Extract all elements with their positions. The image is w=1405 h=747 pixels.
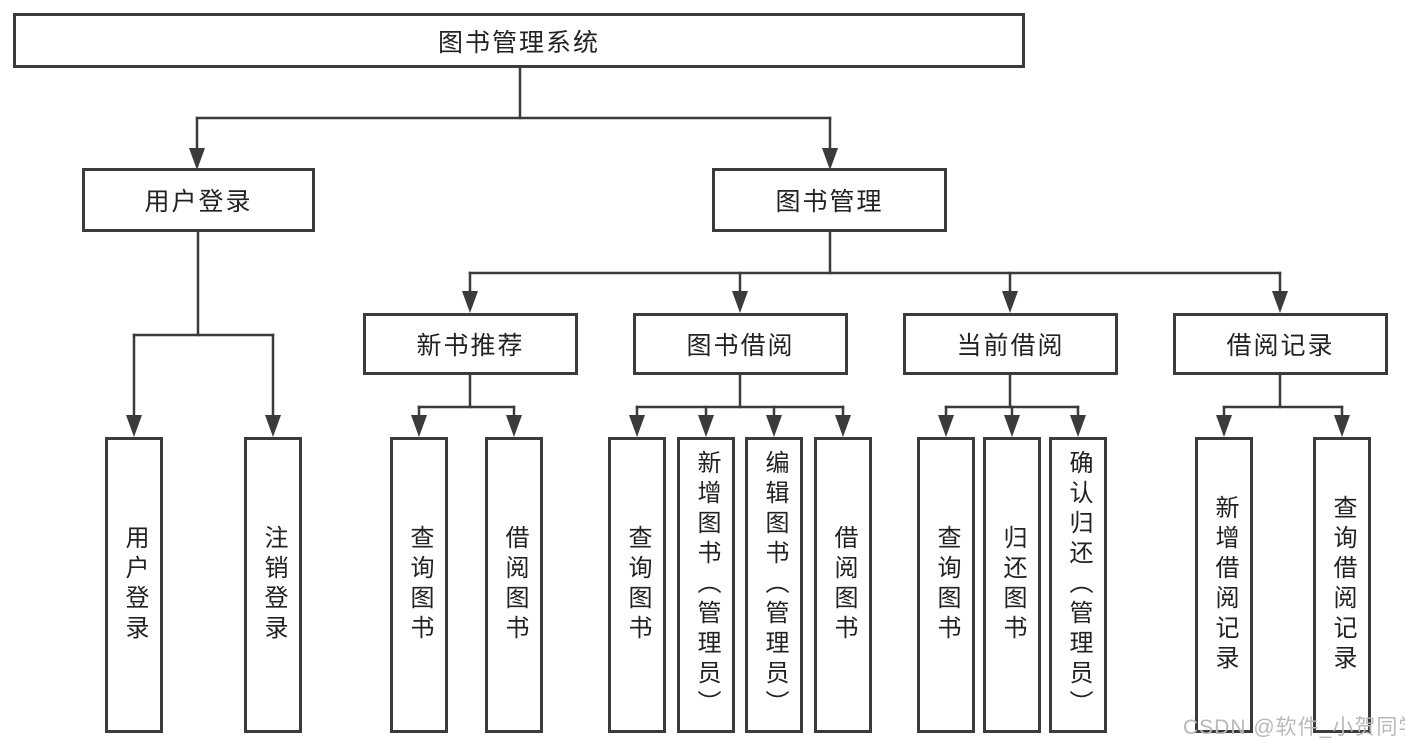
node-user-login: 用户登录 [82, 168, 315, 232]
leaf-add-book-admin-label: 新增图书（管理员） [693, 450, 720, 720]
leaf-query-current-borrow: 查询图书 [917, 437, 975, 733]
leaf-user-login: 用户登录 [105, 437, 163, 733]
csdn-watermark: CSDN @软件_小贺同学 [1183, 716, 1405, 739]
node-user-login-label: 用户登录 [144, 188, 253, 216]
leaf-add-borrow-record-label: 新增借阅记录 [1211, 495, 1238, 675]
leaf-borrow-book-label: 借阅图书 [830, 525, 857, 645]
leaf-query-book-label: 查询图书 [624, 525, 651, 645]
node-system-root: 图书管理系统 [13, 13, 1025, 68]
leaf-add-book-admin: 新增图书（管理员） [677, 437, 735, 733]
leaf-confirm-return-admin: 确认归还（管理员） [1049, 437, 1107, 733]
leaf-user-login-label: 用户登录 [121, 525, 148, 645]
leaf-query-book: 查询图书 [608, 437, 666, 733]
leaf-add-borrow-record: 新增借阅记录 [1195, 437, 1253, 733]
arrowheads [126, 148, 1350, 437]
leaf-query-borrow-record-label: 查询借阅记录 [1329, 495, 1356, 675]
leaf-confirm-return-admin-label: 确认归还（管理员） [1065, 450, 1092, 720]
leaf-query-current-borrow-label: 查询图书 [933, 525, 960, 645]
node-book-borrow: 图书借阅 [633, 313, 848, 375]
node-book-borrow-label: 图书借阅 [686, 332, 795, 360]
leaf-query-book-recommend-label: 查询图书 [406, 525, 433, 645]
node-current-borrow-label: 当前借阅 [956, 332, 1065, 360]
node-current-borrow: 当前借阅 [903, 313, 1118, 375]
leaf-edit-book-admin: 编辑图书（管理员） [745, 437, 803, 733]
node-borrow-records: 借阅记录 [1173, 313, 1388, 375]
node-book-management-label: 图书管理 [775, 188, 884, 216]
node-borrow-records-label: 借阅记录 [1226, 332, 1335, 360]
leaf-borrow-book: 借阅图书 [814, 437, 872, 733]
leaf-return-book: 归还图书 [983, 437, 1041, 733]
node-system-root-label: 图书管理系统 [437, 28, 600, 57]
leaf-query-borrow-record: 查询借阅记录 [1313, 437, 1371, 733]
leaf-borrow-book-recommend-label: 借阅图书 [501, 525, 528, 645]
node-new-book-recommend-label: 新书推荐 [416, 332, 525, 360]
leaf-edit-book-admin-label: 编辑图书（管理员） [761, 450, 788, 720]
leaf-query-book-recommend: 查询图书 [390, 437, 448, 733]
leaf-return-book-label: 归还图书 [999, 525, 1026, 645]
leaf-logout: 注销登录 [244, 437, 302, 733]
leaf-logout-label: 注销登录 [260, 525, 287, 645]
node-book-management: 图书管理 [712, 168, 947, 232]
node-new-book-recommend: 新书推荐 [363, 313, 578, 375]
leaf-borrow-book-recommend: 借阅图书 [485, 437, 543, 733]
